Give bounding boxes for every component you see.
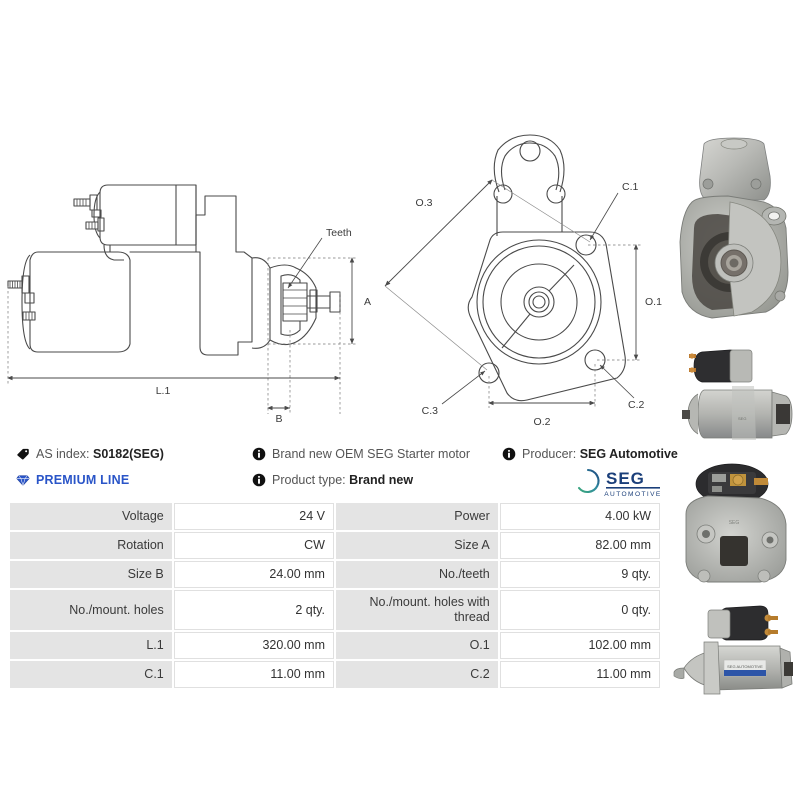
product-type-label: Product type: bbox=[272, 473, 346, 487]
photo-starter-drive-end-front[interactable] bbox=[668, 132, 800, 320]
spec-value-right: 82.00 mm bbox=[499, 532, 660, 559]
table-row: Rotation CW Size A 82.00 mm bbox=[10, 532, 660, 559]
info-icon bbox=[252, 447, 266, 461]
spec-value-left: 320.00 mm bbox=[173, 632, 334, 659]
drawings-canvas: L.1 B A Teeth bbox=[7, 134, 662, 428]
svg-text:SEG AUTOMOTIVE: SEG AUTOMOTIVE bbox=[727, 664, 763, 669]
spec-value-left: 11.00 mm bbox=[173, 661, 334, 688]
spec-value-left: 2 qty. bbox=[173, 590, 334, 630]
spec-label-left: C.1 bbox=[10, 661, 172, 688]
premium-line-label: PREMIUM LINE bbox=[36, 473, 130, 487]
spec-value-right: 102.00 mm bbox=[499, 632, 660, 659]
mount-hole-c1 bbox=[575, 234, 597, 256]
photo-starter-angled-view[interactable]: SEG AUTOMOTIVE bbox=[668, 584, 800, 710]
info-icon bbox=[502, 447, 516, 461]
diamond-icon bbox=[16, 473, 30, 487]
dim-label-o1: O.1 bbox=[645, 296, 662, 308]
photo-starter-side-with-solenoid[interactable]: SEG bbox=[668, 328, 800, 462]
product-type-value: Brand new bbox=[349, 473, 414, 487]
spec-value-right: 4.00 kW bbox=[499, 503, 660, 530]
producer-row: Producer: SEG Automotive bbox=[502, 447, 678, 462]
spec-label-left: Voltage bbox=[10, 503, 172, 530]
spec-value-right: 11.00 mm bbox=[499, 661, 660, 688]
as-index-text: AS index: S0182(SEG) bbox=[36, 447, 164, 462]
spec-label-right: No./teeth bbox=[335, 561, 498, 588]
as-index-value: S0182(SEG) bbox=[93, 447, 164, 461]
table-row: Size B 24.00 mm No./teeth 9 qty. bbox=[10, 561, 660, 588]
dim-label-o2: O.2 bbox=[534, 416, 551, 428]
technical-drawings: L.1 B A Teeth bbox=[0, 0, 668, 432]
table-row: No./mount. holes 2 qty. No./mount. holes… bbox=[10, 590, 660, 630]
dim-label-a: A bbox=[364, 296, 371, 308]
product-photo-strip: SEG bbox=[668, 132, 800, 710]
producer-text: Producer: SEG Automotive bbox=[522, 447, 678, 462]
dim-label-c1: C.1 bbox=[622, 181, 639, 193]
spec-value-right: 0 qty. bbox=[499, 590, 660, 630]
spec-label-right: C.2 bbox=[335, 661, 498, 688]
tag-icon bbox=[16, 447, 30, 461]
info-icon bbox=[252, 473, 266, 487]
spec-value-left: 24 V bbox=[173, 503, 334, 530]
spec-label-right: No./mount. holes with thread bbox=[335, 590, 498, 630]
photo-starter-commutator-end[interactable]: SEG bbox=[668, 462, 800, 584]
seg-automotive-logo: SEG AUTOMOTIVE bbox=[568, 466, 664, 498]
producer-label: Producer: bbox=[522, 447, 577, 461]
product-type-text: Product type: Brand new bbox=[272, 473, 413, 488]
producer-value: SEG Automotive bbox=[579, 447, 678, 461]
as-index-row: AS index: S0182(SEG) bbox=[16, 447, 164, 462]
spec-label-right: Power bbox=[335, 503, 498, 530]
as-index-label: AS index: bbox=[36, 447, 90, 461]
premium-line-row: PREMIUM LINE bbox=[16, 473, 129, 488]
table-row: L.1 320.00 mm O.1 102.00 mm bbox=[10, 632, 660, 659]
seg-sub-wordmark: AUTOMOTIVE bbox=[604, 491, 661, 498]
table-row: C.1 11.00 mm C.2 11.00 mm bbox=[10, 661, 660, 688]
table-row: Voltage 24 V Power 4.00 kW bbox=[10, 503, 660, 530]
spec-value-left: 24.00 mm bbox=[173, 561, 334, 588]
dim-label-c3: C.3 bbox=[422, 405, 439, 417]
spec-value-left: CW bbox=[173, 532, 334, 559]
seg-arc-icon bbox=[577, 468, 600, 493]
side-view-group bbox=[7, 184, 358, 414]
dim-label-teeth: Teeth bbox=[326, 227, 352, 239]
specifications-table-body: Voltage 24 V Power 4.00 kW Rotation CW S… bbox=[10, 503, 660, 688]
product-type-row: Product type: Brand new bbox=[252, 473, 413, 488]
description-text: Brand new OEM SEG Starter motor bbox=[272, 447, 470, 461]
seg-wordmark: SEG bbox=[606, 469, 645, 488]
front-view-group bbox=[384, 134, 642, 408]
spec-label-right: O.1 bbox=[335, 632, 498, 659]
svg-text:SEG: SEG bbox=[738, 416, 746, 421]
description-row: Brand new OEM SEG Starter motor bbox=[252, 447, 470, 462]
svg-text:SEG: SEG bbox=[729, 520, 740, 526]
product-info-block: AS index: S0182(SEG) PREMIUM LINE Brand … bbox=[0, 440, 678, 500]
spec-label-right: Size A bbox=[335, 532, 498, 559]
dim-label-l1: L.1 bbox=[156, 385, 171, 397]
spec-label-left: No./mount. holes bbox=[10, 590, 172, 630]
spec-label-left: Rotation bbox=[10, 532, 172, 559]
specifications-table: Voltage 24 V Power 4.00 kW Rotation CW S… bbox=[8, 501, 662, 690]
dim-label-o3: O.3 bbox=[416, 197, 433, 209]
spec-label-left: L.1 bbox=[10, 632, 172, 659]
dim-label-b: B bbox=[275, 413, 282, 425]
spec-value-right: 9 qty. bbox=[499, 561, 660, 588]
spec-label-left: Size B bbox=[10, 561, 172, 588]
dim-label-c2: C.2 bbox=[628, 399, 645, 411]
